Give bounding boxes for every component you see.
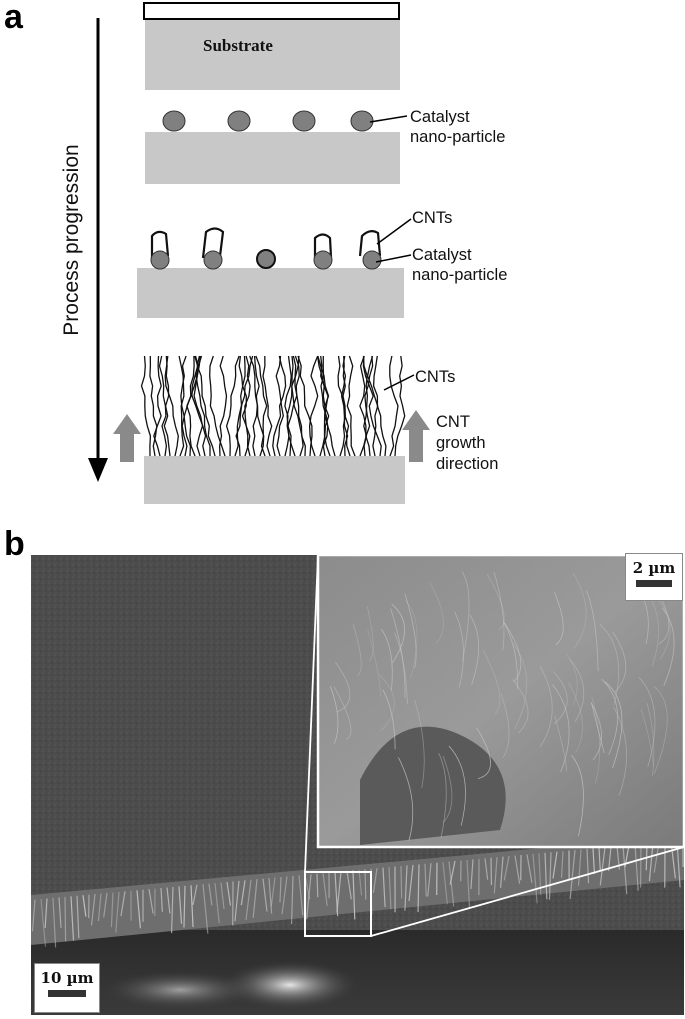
- substrate-label: Substrate: [203, 36, 273, 55]
- catalyst-film: [143, 2, 400, 20]
- stage3-catalyst-label-1: Catalyst: [412, 246, 472, 264]
- scale-bar-main-label: 10 µm: [40, 969, 94, 987]
- sem-bright-spot: [220, 960, 360, 1010]
- stage2-catalyst-label-1: Catalyst: [410, 108, 470, 126]
- stage3-cnt-label: CNTs: [412, 209, 453, 227]
- growth-arrow-right: [402, 410, 430, 462]
- leader-stage-2: [369, 115, 408, 123]
- inset-dark-gap: [360, 726, 506, 845]
- catalyst-particles-stage-2: [162, 110, 374, 132]
- panel-a-diagram: [88, 2, 430, 504]
- substrate-stage-4: [144, 456, 405, 504]
- scale-bar-inset: 2 µm: [625, 553, 683, 601]
- process-arrow-head: [88, 458, 108, 482]
- growth-label-3: direction: [436, 455, 499, 473]
- substrate-stage-1: [145, 20, 400, 90]
- growth-label-2: growth: [436, 434, 486, 452]
- growth-label-1: CNT: [436, 413, 470, 431]
- cnt-fiber-fringe: [31, 840, 684, 948]
- zoom-line-left: [304, 554, 319, 873]
- leader-stage-3-cnt: [376, 218, 412, 245]
- panel-b-letter: b: [4, 525, 25, 563]
- scale-bar-inset-label: 2 µm: [632, 559, 676, 577]
- stage2-catalyst-label-2: nano-particle: [410, 128, 506, 146]
- sem-bright-spot-2: [100, 970, 260, 1010]
- stage3-catalyst-label-2: nano-particle: [412, 266, 508, 284]
- substrate-stage-3: [137, 268, 404, 318]
- scale-bar-main: 10 µm: [34, 963, 100, 1013]
- cnt-tubes-stage-3: [150, 227, 382, 259]
- inset-cnt-texture: [329, 571, 675, 841]
- growth-arrow-left: [113, 414, 141, 462]
- scale-bar-inset-line: [636, 580, 672, 587]
- catalyst-particles-stage-3: [150, 249, 382, 270]
- zoom-region-box: [304, 871, 372, 937]
- zoom-line-right: [370, 846, 685, 937]
- leader-stage-3-catalyst: [375, 254, 412, 263]
- cnt-forest: [140, 355, 406, 457]
- panel-a-letter: a: [4, 0, 23, 36]
- leader-stage-4-cnt: [383, 374, 415, 391]
- scale-bar-main-line: [48, 990, 86, 997]
- stage4-cnt-label: CNTs: [415, 368, 456, 386]
- inset-frame: [316, 553, 685, 849]
- substrate-stage-2: [145, 132, 400, 184]
